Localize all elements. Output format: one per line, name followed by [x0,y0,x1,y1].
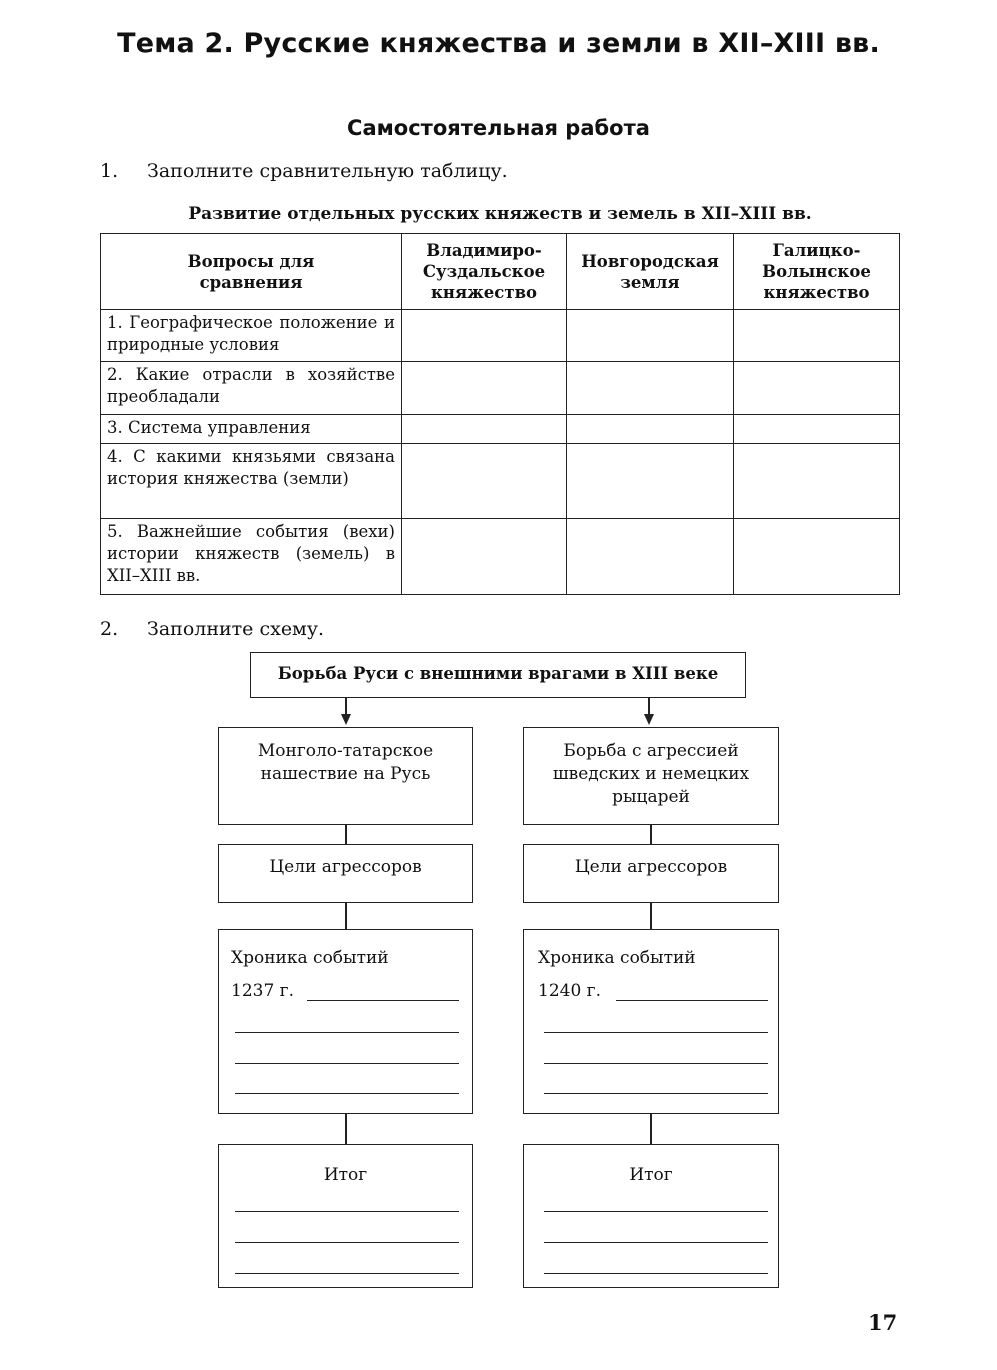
answer-cell[interactable] [401,443,567,519]
right-goals-box[interactable]: Цели агрессоров [523,844,779,903]
comparison-table: Вопросы для сравнения Владимиро-Суздальс… [100,233,900,595]
answer-cell[interactable] [733,414,900,444]
left-chronicle-box[interactable]: Хроника событий 1237 г. [218,929,473,1114]
col-header-galicia-volhynia: Галицко-Волынское княжество [733,233,900,310]
right-chronicle-label: Хроника событий [538,948,696,968]
answer-cell[interactable] [566,518,734,595]
task1-text: Заполните сравнительную таблицу. [147,160,508,182]
answer-cell[interactable] [401,414,567,444]
row-question: 4. С какими князьями связана история кня… [100,443,402,519]
connector-line [345,903,347,929]
left-result-label: Итог [323,1165,368,1185]
task2-number: 2. [100,618,119,640]
answer-cell[interactable] [566,443,734,519]
answer-cell[interactable] [401,518,567,595]
right-chronicle-box[interactable]: Хроника событий 1240 г. [523,929,779,1114]
answer-cell[interactable] [733,361,900,415]
page-title: Тема 2. Русские княжества и земли в XII–… [117,28,880,59]
col-header-questions: Вопросы для сравнения [100,233,402,310]
connector-line [648,698,650,715]
row-question: 5. Важнейшие события (вехи) истории княж… [100,518,402,595]
table-row: 5. Важнейшие события (вехи) истории княж… [100,518,900,595]
table-caption: Развитие отдельных русских княжеств и зе… [188,204,812,224]
right-title-box: Борьба с агрессией шведских и немецких р… [523,727,779,825]
table-row: 2. Какие отрасли в хозяйстве преобладали [100,361,900,415]
section-subtitle: Самостоятельная работа [347,116,650,140]
left-title-box: Монголо-татарское нашествие на Русь [218,727,473,825]
answer-cell[interactable] [401,361,567,415]
left-chronicle-label: Хроника событий [231,948,389,968]
answer-line[interactable] [235,1093,459,1095]
connector-line [345,825,347,844]
answer-line[interactable] [235,1063,459,1065]
task1-number: 1. [100,160,119,182]
answer-line[interactable] [544,1032,768,1034]
left-title-text: Монголо-татарское нашествие на Русь [257,741,434,784]
answer-cell[interactable] [566,361,734,415]
col-header-vladimir-suzdal: Владимиро-Суздальское княжество [401,233,567,310]
answer-line[interactable] [544,1242,768,1244]
arrow-down-icon [644,714,654,725]
row-question: 2. Какие отрасли в хозяйстве преобладали [100,361,402,415]
right-title-text: Борьба с агрессией шведских и немецких р… [552,741,750,807]
right-goals-label: Цели агрессоров [574,857,728,877]
answer-cell[interactable] [733,443,900,519]
answer-line[interactable] [235,1032,459,1034]
left-year-label: 1237 г. [231,981,294,1001]
connector-line [345,698,347,715]
page-number: 17 [868,1310,898,1335]
connector-line [345,1114,347,1144]
connector-line [650,1114,652,1144]
answer-line[interactable] [544,1273,768,1275]
answer-cell[interactable] [566,309,734,362]
scheme-top-box: Борьба Руси с внешними врагами в XIII ве… [250,652,746,698]
answer-cell[interactable] [401,309,567,362]
answer-line[interactable] [616,1000,768,1002]
row-question: 1. Географическое положение и природные … [100,309,402,362]
table-header-row: Вопросы для сравнения Владимиро-Суздальс… [100,233,900,310]
answer-line[interactable] [544,1211,768,1213]
table-row: 1. Географическое положение и природные … [100,309,900,362]
answer-line[interactable] [307,1000,459,1002]
table-row: 4. С какими князьями связана история кня… [100,443,900,519]
connector-line [650,903,652,929]
right-result-box[interactable]: Итог [523,1144,779,1288]
row-question: 3. Система управления [100,414,402,444]
answer-line[interactable] [235,1273,459,1275]
answer-line[interactable] [544,1093,768,1095]
answer-cell[interactable] [733,518,900,595]
answer-cell[interactable] [733,309,900,362]
task2-text: Заполните схему. [147,618,325,640]
answer-line[interactable] [235,1211,459,1213]
answer-line[interactable] [235,1242,459,1244]
right-year-label: 1240 г. [538,981,601,1001]
left-goals-box[interactable]: Цели агрессоров [218,844,473,903]
arrow-down-icon [341,714,351,725]
left-goals-label: Цели агрессоров [269,857,422,877]
connector-line [650,825,652,844]
answer-cell[interactable] [566,414,734,444]
table-row: 3. Система управления [100,414,900,444]
right-result-label: Итог [629,1165,673,1185]
col-header-novgorod: Новгородская земля [566,233,734,310]
answer-line[interactable] [544,1063,768,1065]
left-result-box[interactable]: Итог [218,1144,473,1288]
